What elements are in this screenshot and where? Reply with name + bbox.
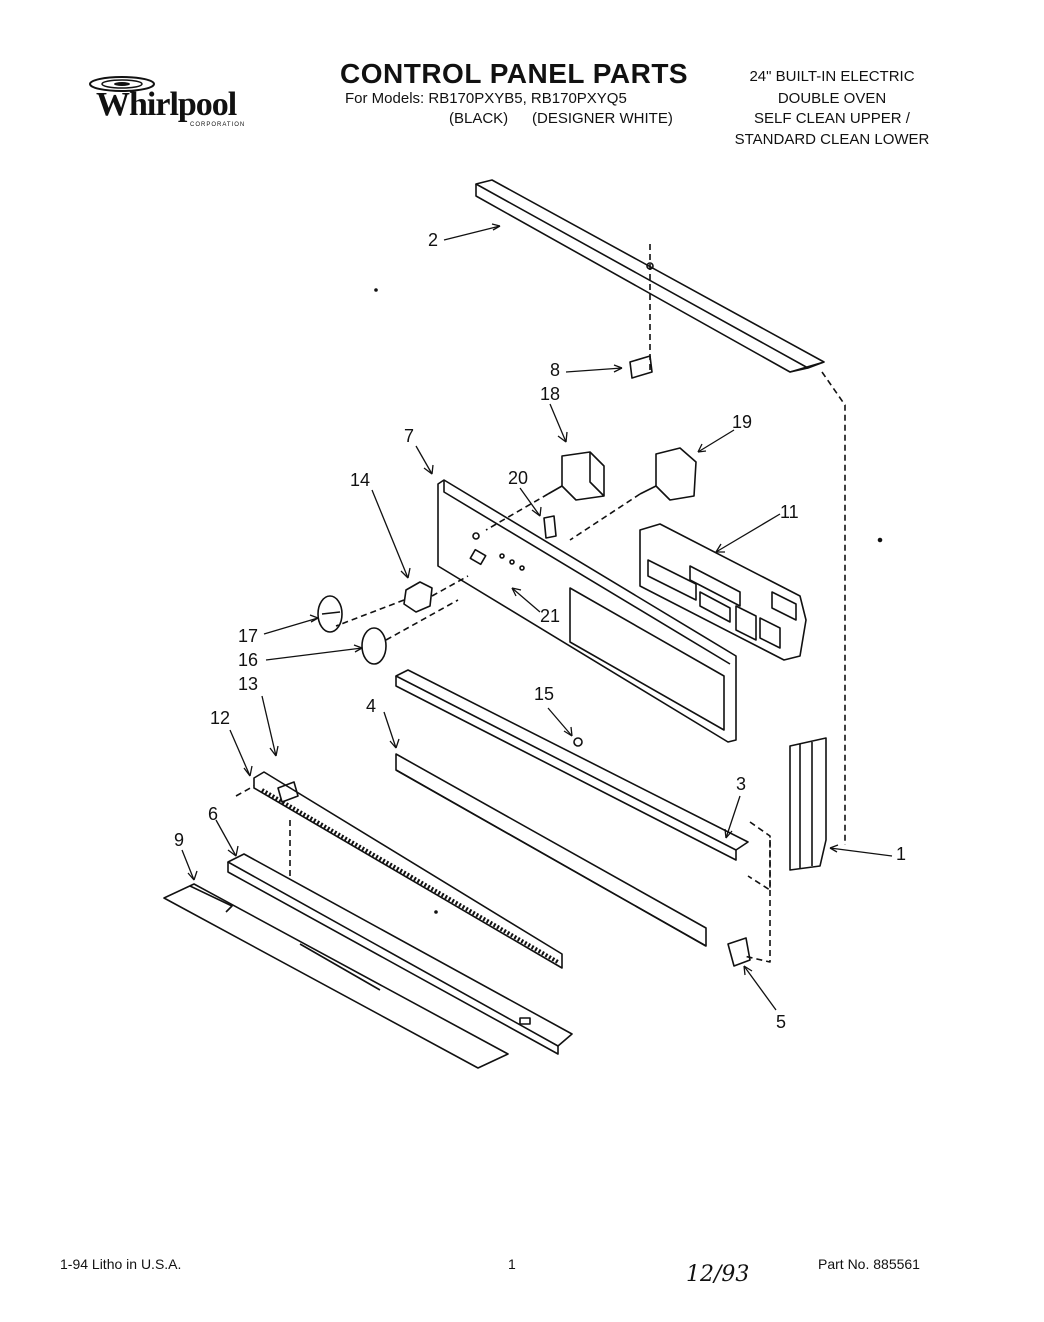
brand-name: Whirlpool [96,86,237,123]
part-18-switch [547,451,605,501]
callout-14: 14 [350,470,371,490]
part-7-control-panel [437,479,737,743]
part-1-side-bracket [789,737,827,871]
callout-2: 2 [428,230,439,250]
callout-12: 12 [210,708,231,728]
part-17-knob [317,595,343,633]
part-14-knob-insert [403,581,433,613]
page-number: 1 [508,1256,516,1272]
models-line: For Models: RB170PXYB5, RB170PXYQ5 [345,90,627,107]
callout-17: 17 [238,626,259,646]
part-3-channel [395,669,749,861]
part-8-clip [629,355,653,379]
handwritten-date: 12/93 [686,1262,750,1287]
part-9-bottom-plate [163,883,509,1069]
part-20-spacer [543,515,557,539]
part-16-knob [361,627,387,665]
part-5-clip [727,937,751,967]
leader-lines [181,223,893,1011]
callout-15: 15 [534,684,555,704]
callout-3: 3 [736,774,747,794]
part-12-vent-grille [253,771,563,969]
color-black: (BLACK) [449,110,509,127]
callout-8: 8 [550,360,561,380]
callout-7: 7 [404,426,415,446]
product-line-4: STANDARD CLEAN LOWER [734,131,930,148]
callout-6: 6 [208,804,219,824]
callout-18: 18 [540,384,561,404]
page-title: CONTROL PANEL PARTS [340,58,689,89]
part-6-lower-bracket [227,853,573,1055]
footer-litho: 1-94 Litho in U.S.A. [60,1256,182,1272]
callout-9: 9 [174,830,185,850]
callout-4: 4 [366,696,377,716]
whirlpool-logo: Whirlpool CORPORATION [80,74,250,134]
callout-1: 1 [896,844,907,864]
part-15-screw [573,737,583,747]
part-number: Part No. 885561 [818,1256,920,1272]
callout-11: 11 [780,502,799,522]
brand-sub: CORPORATION [190,122,246,128]
part-2-top-trim [475,179,825,373]
part-4-lower-trim [395,753,707,947]
callout-13: 13 [238,674,259,694]
part-13-clip [277,781,299,803]
callout-19: 19 [732,412,753,432]
color-designer-white: (DESIGNER WHITE) [532,110,673,127]
callout-21: 21 [540,606,561,626]
product-line-2: DOUBLE OVEN [777,90,887,107]
callout-20: 20 [508,468,529,488]
logo-swirl-icon [89,76,155,92]
part-11-control-board [639,523,807,661]
product-line-1: 24" BUILT-IN ELECTRIC [749,68,915,85]
product-line-3: SELF CLEAN UPPER / [754,110,910,127]
callout-5: 5 [776,1012,787,1032]
callout-16: 16 [238,650,259,670]
part-19-switch [639,447,697,501]
